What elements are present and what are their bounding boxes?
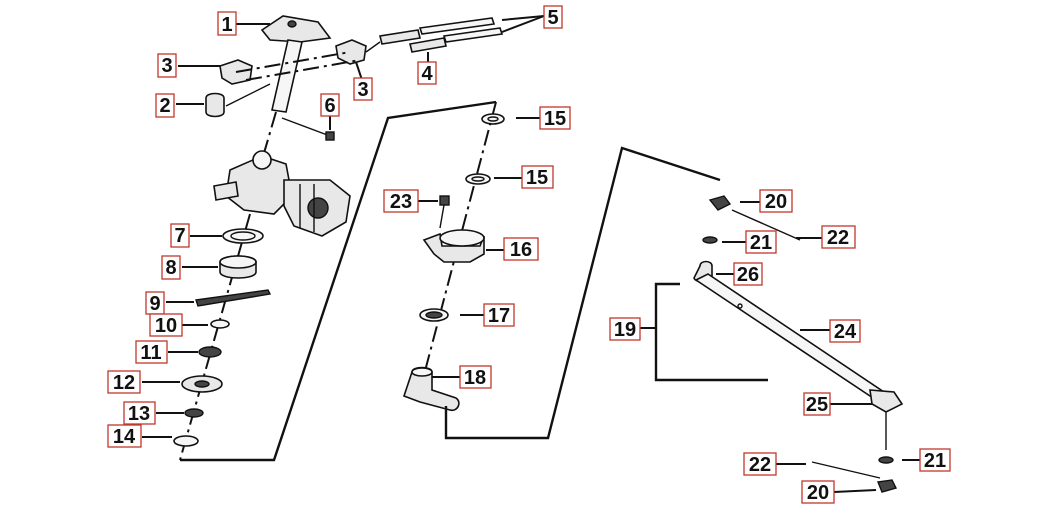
svg-text:5: 5 — [547, 7, 558, 29]
callout-16: 16 — [503, 237, 539, 261]
handlebar-end-rod-upper — [418, 17, 496, 35]
assembly-frame-right — [444, 146, 721, 440]
svg-text:3: 3 — [357, 79, 368, 101]
callout-20a: 20 — [759, 189, 793, 213]
callout-14: 14 — [107, 424, 142, 448]
svg-text:13: 13 — [128, 403, 150, 425]
callout-21b: 21 — [919, 448, 951, 472]
steering-stem-assembly — [402, 101, 505, 412]
callout-25: 25 — [803, 392, 831, 416]
svg-text:17: 17 — [488, 305, 510, 327]
svg-text:3: 3 — [161, 55, 172, 77]
leader-lines — [142, 15, 920, 493]
callout-23: 23 — [383, 189, 419, 213]
svg-text:1: 1 — [221, 14, 232, 36]
callout-7: 7 — [170, 223, 190, 248]
svg-text:11: 11 — [140, 342, 161, 364]
callout-12: 12 — [107, 370, 141, 394]
callout-17: 17 — [483, 303, 515, 327]
assembly-frame-left — [180, 100, 497, 462]
handlebar-end-rod-lower — [442, 27, 504, 43]
upper-washer-b — [465, 173, 491, 185]
lower-washer-tierod — [878, 456, 894, 464]
clamp-bolt-head — [439, 195, 450, 206]
bushing — [205, 92, 225, 118]
callout-19: 19 — [609, 317, 641, 341]
svg-text:18: 18 — [464, 367, 486, 389]
svg-text:22: 22 — [749, 454, 771, 476]
steering-column-assembly — [173, 15, 504, 461]
callout-11: 11 — [135, 340, 168, 364]
callout-22a: 22 — [821, 225, 856, 249]
svg-text:6: 6 — [324, 95, 335, 117]
callout-3a: 3 — [157, 53, 177, 78]
svg-text:20: 20 — [807, 482, 829, 504]
lock-nut — [184, 408, 204, 418]
callout-21a: 21 — [745, 230, 777, 254]
svg-text:9: 9 — [149, 293, 160, 315]
handlebar-holder-lower-right — [335, 39, 367, 65]
lower-castle-nut — [877, 479, 898, 493]
callout-6: 6 — [320, 93, 340, 117]
svg-text:23: 23 — [390, 191, 412, 213]
callout-10: 10 — [149, 313, 183, 337]
callout-8: 8 — [161, 255, 181, 280]
bolt-head — [325, 131, 335, 141]
svg-text:16: 16 — [510, 239, 532, 261]
callout-13: 13 — [123, 401, 156, 425]
cotter-pin — [195, 289, 272, 307]
small-washer — [210, 319, 230, 329]
svg-text:22: 22 — [827, 227, 849, 249]
svg-text:12: 12 — [113, 372, 135, 394]
svg-text:15: 15 — [544, 108, 566, 130]
svg-text:20: 20 — [765, 191, 787, 213]
handlebar-holder-upper — [260, 15, 332, 43]
callout-15a: 15 — [539, 106, 571, 130]
lower-washer — [173, 435, 199, 447]
upper-washer-a — [481, 113, 505, 125]
svg-text:25: 25 — [806, 394, 828, 416]
lower-ball-joint — [869, 389, 904, 413]
callout-1: 1 — [217, 11, 237, 36]
svg-text:10: 10 — [155, 315, 177, 337]
tie-rod-assembly — [654, 195, 904, 493]
callout-24: 24 — [829, 319, 861, 343]
handlebar-tube — [409, 37, 447, 53]
upper-washer — [702, 236, 718, 244]
tie-rod-bracket — [654, 282, 768, 382]
svg-text:2: 2 — [159, 95, 170, 117]
bearing-race — [222, 228, 264, 244]
svg-text:24: 24 — [834, 321, 857, 343]
callout-labels: 1 2 3 3 4 5 6 7 8 9 10 11 12 13 14 15 15… — [107, 5, 951, 504]
svg-text:4: 4 — [421, 63, 433, 85]
callout-26: 26 — [733, 262, 763, 286]
svg-text:8: 8 — [165, 257, 176, 279]
svg-text:15: 15 — [526, 167, 548, 189]
svg-text:19: 19 — [614, 319, 636, 341]
svg-text:26: 26 — [737, 264, 759, 286]
steering-gearbox — [213, 150, 351, 237]
callout-9: 9 — [145, 291, 165, 315]
svg-text:14: 14 — [113, 426, 136, 448]
callout-4: 4 — [417, 61, 437, 85]
callout-2: 2 — [155, 93, 175, 118]
nut — [198, 346, 222, 358]
callout-3b: 3 — [353, 77, 373, 101]
steering-shaft — [271, 39, 303, 113]
callout-5: 5 — [543, 5, 563, 29]
handlebar-grip-tube — [379, 29, 421, 45]
callout-15b: 15 — [521, 165, 554, 189]
upper-castle-nut — [708, 195, 732, 211]
svg-text:7: 7 — [174, 225, 185, 247]
callout-22b: 22 — [743, 452, 777, 476]
callout-20b: 20 — [801, 480, 835, 504]
svg-text:21: 21 — [750, 232, 772, 254]
svg-text:21: 21 — [924, 450, 946, 472]
callout-18: 18 — [459, 365, 492, 389]
holder-bolt-hole — [287, 20, 297, 28]
